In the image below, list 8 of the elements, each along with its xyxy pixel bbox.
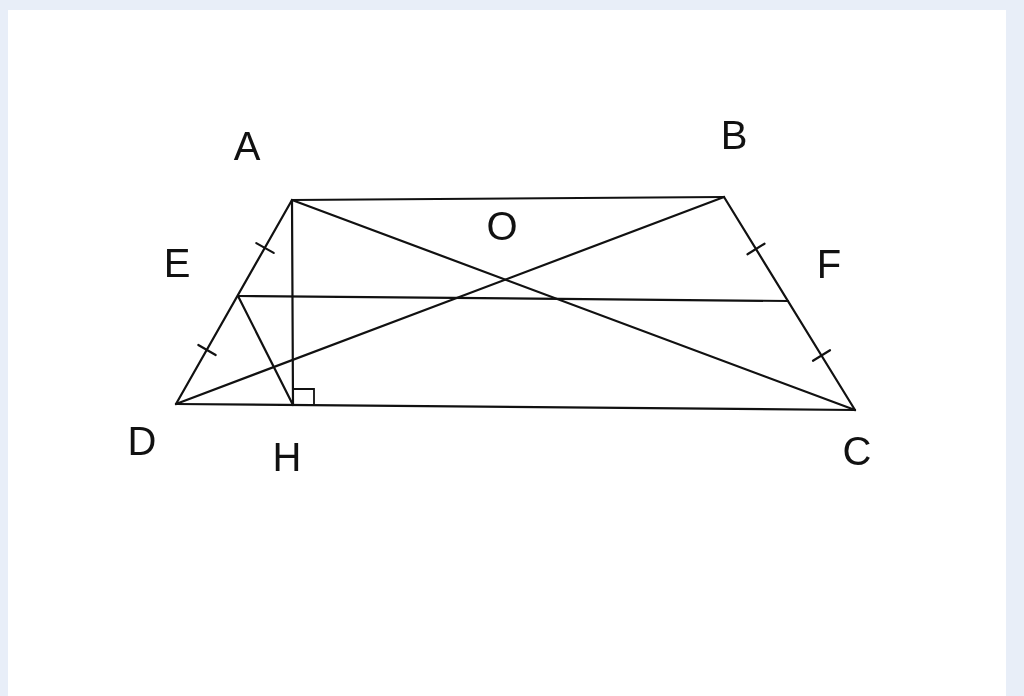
point-label: O: [486, 206, 518, 246]
point-label: A: [233, 126, 261, 166]
point-label: F: [816, 244, 842, 284]
point-label: D: [127, 421, 157, 461]
point-label: C: [842, 431, 872, 471]
point-label: B: [720, 115, 748, 155]
point-label: H: [272, 437, 302, 477]
point-label: E: [163, 243, 191, 283]
